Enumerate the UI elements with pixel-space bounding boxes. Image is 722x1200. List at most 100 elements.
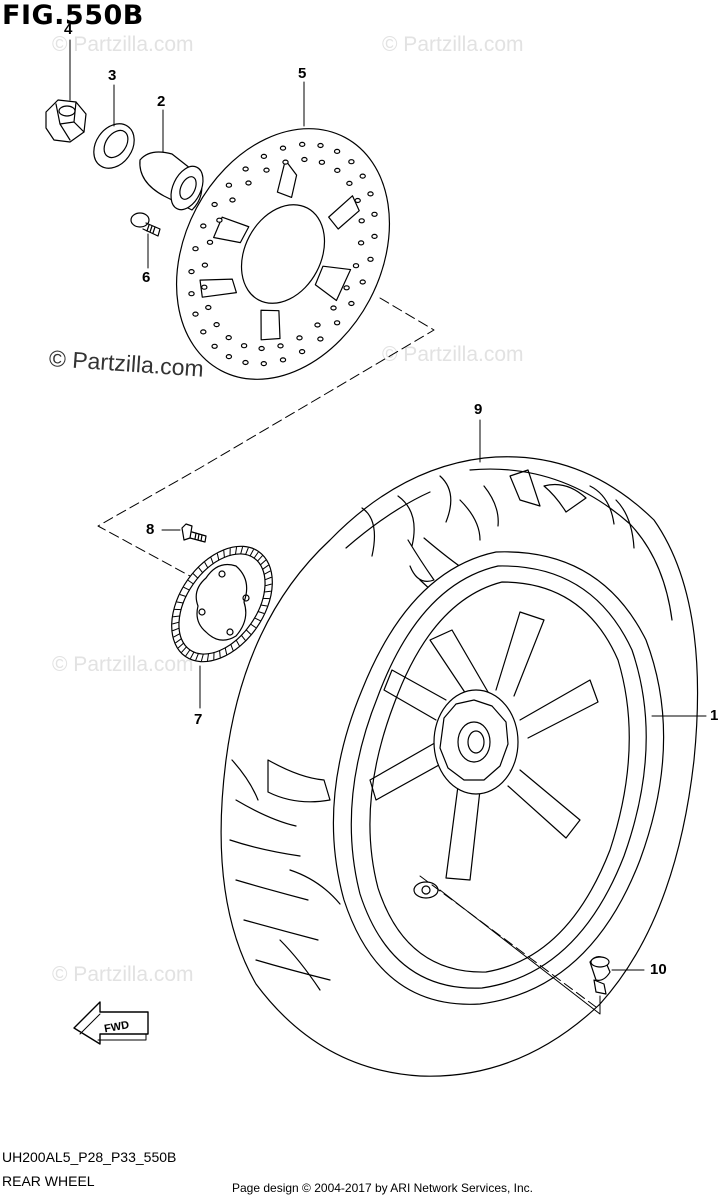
abs-rotor-tooth — [263, 570, 271, 575]
abs-rotor-tooth — [264, 583, 272, 587]
abs-rotor-tooth — [235, 639, 240, 646]
abs-rotor-tooth — [207, 653, 209, 661]
disc-vent-hole — [225, 182, 233, 188]
disc-vent-hole — [333, 320, 341, 326]
disc-vent-hole — [343, 285, 350, 291]
disc-vent-hole — [367, 256, 374, 262]
abs-rotor-tooth — [230, 643, 234, 651]
abs-rotor-tooth — [177, 642, 185, 649]
abs-rotor-tooth — [250, 623, 257, 628]
disc-vent-hole — [245, 180, 252, 186]
callout-4[interactable]: 4 — [64, 21, 73, 38]
abs-rotor-tooth — [198, 567, 204, 574]
abs-rotor-tooth — [260, 604, 268, 607]
disc-vent-hole — [330, 305, 337, 311]
abs-rotor-tooth — [257, 611, 265, 614]
disc-vent-hole — [192, 246, 199, 252]
disc-vent-hole — [334, 167, 341, 173]
disc-vent-hole — [260, 361, 267, 367]
disc-vent-hole — [318, 159, 326, 165]
axle-nut-drawing — [45, 99, 87, 143]
figure-title: FIG.550B — [2, 0, 144, 31]
disc-vent-hole — [216, 217, 223, 223]
callout-6[interactable]: 6 — [142, 269, 151, 286]
abs-rotor-tooth — [187, 580, 194, 585]
abs-rotor-tooth — [173, 633, 181, 638]
watermark-text: © Partzilla.com — [52, 33, 194, 56]
rear-wheel-drawing — [220, 456, 699, 1077]
disc-vent-hole — [314, 322, 321, 328]
disc-vent-hole — [242, 359, 249, 366]
disc-vent-hole — [371, 233, 378, 239]
disc-vent-hole — [359, 279, 366, 285]
disc-vent-hole — [211, 201, 218, 208]
leader-lines — [69, 39, 707, 1015]
disc-vent-hole — [371, 211, 378, 217]
disc-vent-hole — [367, 191, 374, 197]
disc-vent-hole — [301, 156, 308, 163]
disc-vent-hole — [348, 300, 355, 307]
callout-5[interactable]: 5 — [298, 65, 307, 82]
brake-disc-drawing — [175, 128, 391, 380]
abs-rotor-tooth — [183, 586, 190, 591]
abs-rotor-tooth — [195, 653, 199, 661]
abs-rotor-tooth — [219, 650, 221, 658]
disc-vent-hole — [317, 142, 324, 149]
callout-3[interactable]: 3 — [108, 67, 117, 84]
disc-vent-hole — [188, 291, 195, 297]
callout-8[interactable]: 8 — [146, 521, 155, 538]
disc-vent-hole — [279, 145, 287, 151]
disc-vent-hole — [240, 343, 248, 349]
abs-rotor-tooth — [253, 551, 259, 559]
disc-vent-hole — [263, 167, 270, 173]
callout-10[interactable]: 10 — [650, 961, 667, 978]
disc-vent-hole — [200, 223, 207, 229]
brake-disc-holes — [188, 141, 378, 367]
abs-rotor-tooth — [254, 617, 261, 622]
callout-9[interactable]: 9 — [474, 401, 483, 418]
valve-drawing — [589, 956, 611, 995]
abs-rotor-tooth — [264, 576, 272, 581]
callout-1[interactable]: 1 — [710, 707, 719, 724]
callout-7[interactable]: 7 — [194, 711, 203, 728]
disc-vent-hole — [359, 173, 366, 179]
abs-rotor-tooth — [240, 634, 246, 641]
page-credit: Page design © 2004-2017 by ARI Network S… — [232, 1181, 534, 1195]
disc-vent-hole — [296, 335, 303, 341]
disc-vent-hole — [258, 345, 265, 352]
watermark-text: © Partzilla.com — [382, 33, 524, 56]
abs-rotor-tooth — [216, 553, 220, 561]
abs-rotor-tooth — [262, 564, 269, 570]
disc-vent-hole — [206, 239, 214, 245]
disc-vent-hole — [299, 141, 306, 147]
abs-rotor-tooth — [240, 546, 243, 555]
disc-vent-hole — [348, 159, 355, 165]
disc-vent-hole — [213, 322, 220, 328]
disc-vent-hole — [352, 263, 360, 269]
spacer-drawing — [139, 151, 204, 211]
figure-code: UH200AL5_P28_P33_550B — [2, 1149, 177, 1165]
figure-name: REAR WHEEL — [2, 1173, 95, 1189]
watermark-text: © Partzilla.com — [52, 963, 194, 986]
disc-vent-hole — [188, 269, 195, 275]
rotor-screw-drawing — [181, 523, 207, 543]
abs-rotor-tooth — [190, 651, 195, 659]
abs-rotor-tooth — [172, 615, 181, 618]
abs-rotor-tooth — [185, 649, 191, 657]
fwd-arrow — [73, 1001, 149, 1045]
disc-vent-hole — [211, 343, 218, 349]
disc-vent-hole — [298, 349, 306, 355]
disc-vent-hole — [317, 336, 324, 342]
abs-rotor-tooth — [210, 557, 214, 565]
disc-vent-hole — [242, 166, 249, 172]
watermark-text: © Partzilla.com — [52, 653, 194, 676]
disc-bolt-drawing — [130, 212, 161, 237]
abs-rotor-tooth — [204, 562, 209, 569]
disc-vent-hole — [357, 240, 365, 246]
disc-vent-hole — [229, 197, 236, 203]
disc-vent-hole — [201, 284, 208, 290]
abs-rotor-tooth — [172, 621, 180, 625]
abs-rotor-tooth — [172, 627, 180, 632]
callout-2[interactable]: 2 — [157, 93, 166, 110]
abs-rotor-tooth — [259, 559, 267, 566]
